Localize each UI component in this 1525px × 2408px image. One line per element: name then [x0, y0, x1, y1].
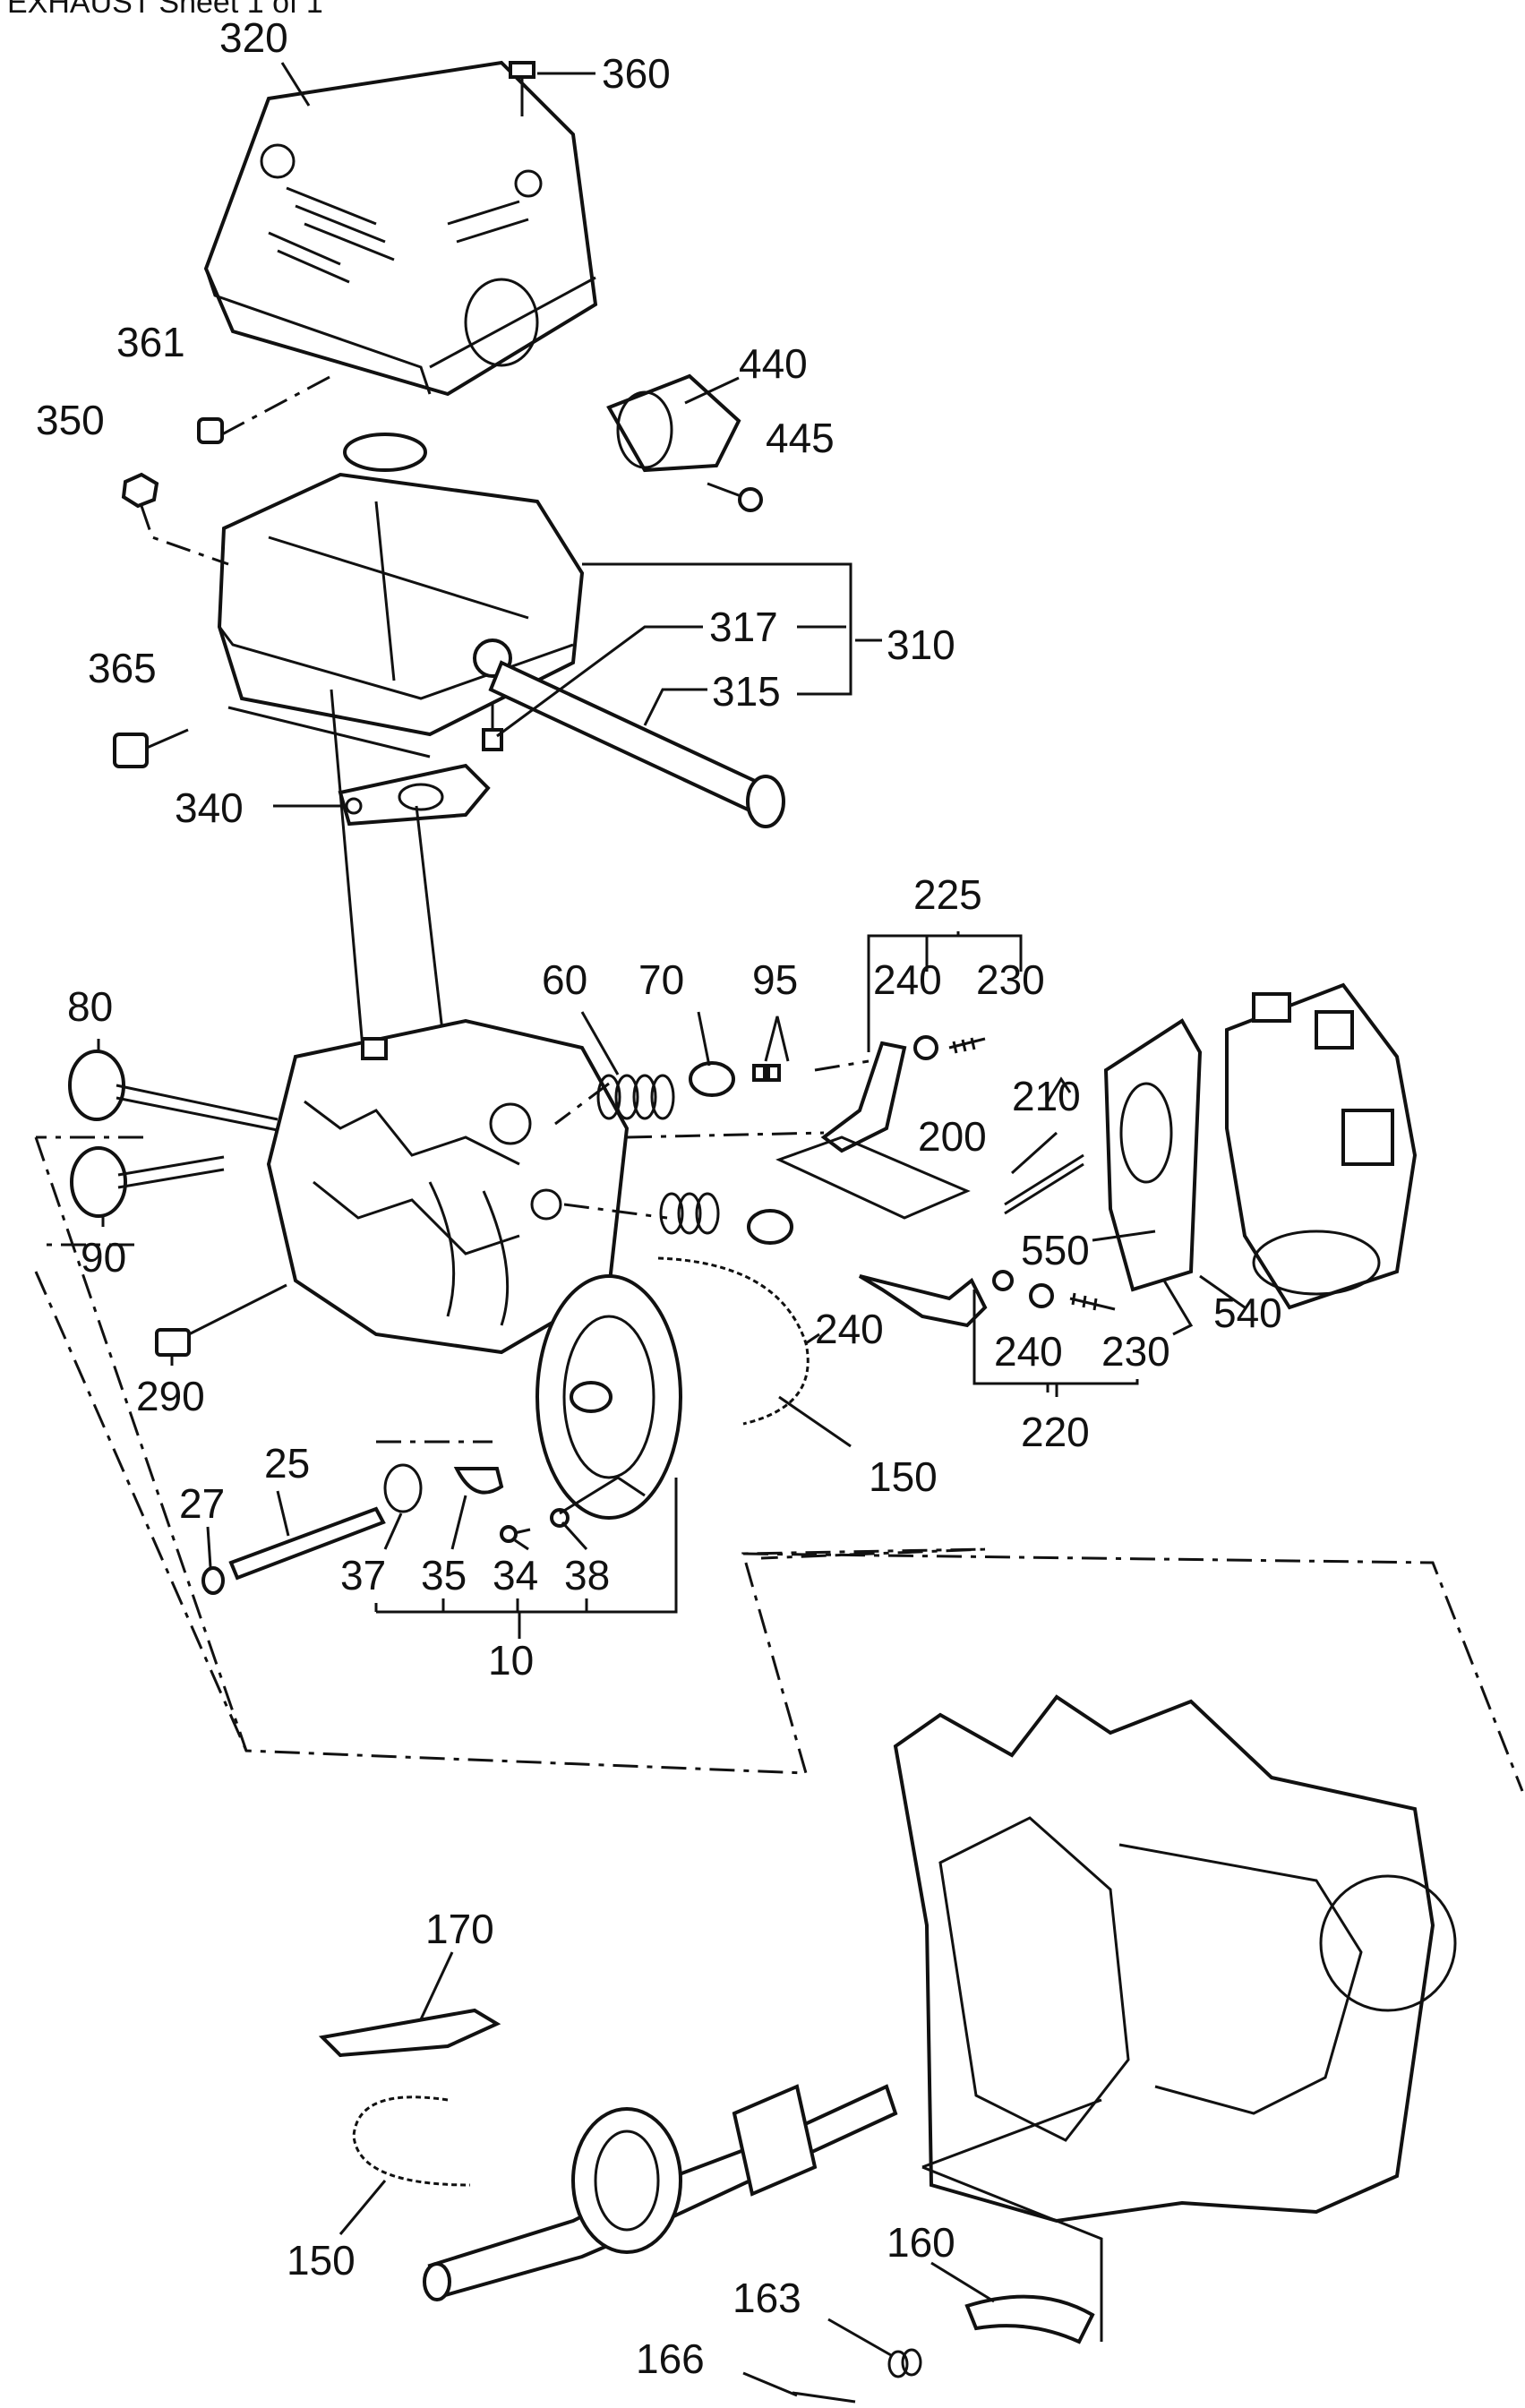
- muffler-cover: [203, 60, 598, 397]
- nut-240-lower: [1029, 1283, 1054, 1308]
- callout-225: 225: [913, 871, 982, 918]
- callout-240-lower: 240: [994, 1328, 1063, 1375]
- screw-230-lower: [1069, 1292, 1116, 1311]
- callout-170: 170: [425, 1906, 494, 1952]
- callout-230-upper: 230: [976, 956, 1045, 1003]
- rocker-arm-lower: [858, 1270, 1014, 1328]
- callout-310: 310: [887, 621, 955, 668]
- timing-chain-upper: [657, 1256, 810, 1426]
- callout-200: 200: [918, 1113, 987, 1160]
- carburetor: [1225, 982, 1418, 1310]
- assembly-boundary-head: [34, 1135, 986, 1775]
- exhaust-valve: [70, 1146, 225, 1218]
- callout-290: 290: [136, 1373, 205, 1419]
- spring-163: [887, 2348, 922, 2378]
- callout-350: 350: [36, 397, 105, 443]
- callout-80: 80: [67, 983, 113, 1030]
- bolt-290: [155, 1283, 287, 1357]
- callout-317: 317: [709, 604, 778, 650]
- spring-retainer: [689, 1061, 793, 1245]
- bolt-360: [509, 61, 535, 116]
- callout-340: 340: [175, 784, 244, 831]
- callout-315: 315: [712, 668, 781, 715]
- callout-320: 320: [219, 14, 288, 61]
- valve-keepers: [752, 1064, 781, 1082]
- callout-230-lower: 230: [1101, 1328, 1170, 1375]
- decompressor: [453, 1467, 504, 1495]
- callout-35: 35: [421, 1552, 467, 1598]
- intake-valve: [68, 1050, 278, 1132]
- callout-95: 95: [752, 956, 798, 1003]
- callout-90: 90: [81, 1234, 126, 1281]
- carburetor-insulator: [1103, 1018, 1203, 1336]
- crankcase: [893, 1694, 1457, 2224]
- callout-160: 160: [887, 2219, 955, 2266]
- callout-37: 37: [340, 1552, 386, 1598]
- cam-sprocket: [535, 1274, 682, 1520]
- assembly-boundary-crankcase: [742, 1552, 1524, 1792]
- callout-34: 34: [493, 1552, 538, 1598]
- bolt-365: [113, 728, 189, 768]
- screw-317: [482, 703, 503, 751]
- cylinder-head: [266, 1018, 630, 1355]
- governor-arm: [964, 2294, 1095, 2344]
- washer-27: [201, 1566, 225, 1595]
- callout-166: 166: [636, 2335, 705, 2382]
- screw-445: [707, 482, 763, 512]
- muffler-body: [217, 433, 585, 758]
- spark-arrester: [606, 373, 741, 473]
- chain-guide: [318, 2008, 501, 2058]
- camshaft: [228, 1506, 386, 1581]
- callout-210: 210: [1012, 1073, 1081, 1119]
- tail-pipe: [488, 660, 785, 828]
- callout-540: 540: [1213, 1290, 1282, 1336]
- exhaust-gasket: [338, 763, 491, 827]
- callout-445: 445: [766, 415, 835, 461]
- screw-361: [197, 417, 224, 444]
- callout-240-chain: 240: [815, 1306, 884, 1352]
- crankshaft: [423, 2084, 898, 2301]
- nut-350: [121, 472, 159, 509]
- screw-230-upper: [948, 1037, 986, 1054]
- nut-240-upper: [913, 1035, 938, 1060]
- callout-60: 60: [542, 956, 587, 1003]
- pin-166: [792, 2391, 856, 2404]
- callout-365: 365: [88, 645, 157, 691]
- callout-240-upper: 240: [873, 956, 942, 1003]
- rocker-arm-upper: [820, 1041, 907, 1153]
- callout-38: 38: [564, 1552, 610, 1598]
- callout-150-lower: 150: [287, 2237, 356, 2284]
- pin-34: [500, 1525, 531, 1543]
- ring-37: [383, 1463, 423, 1513]
- timing-chain-lower: [352, 2095, 471, 2187]
- callout-440: 440: [739, 340, 808, 387]
- callout-360: 360: [602, 50, 671, 97]
- callout-361: 361: [116, 319, 185, 365]
- header-fragment: EXHAUST Sheet 1 of 1: [7, 0, 323, 20]
- callout-27: 27: [179, 1480, 225, 1527]
- callout-150-upper: 150: [869, 1453, 938, 1500]
- valve-spring-lower: [659, 1192, 720, 1235]
- pushrod-200: [1004, 1153, 1084, 1206]
- callout-220: 220: [1021, 1409, 1090, 1455]
- callout-10: 10: [488, 1637, 534, 1684]
- valve-spring: [596, 1074, 675, 1120]
- callout-550: 550: [1021, 1227, 1090, 1273]
- callout-70: 70: [638, 956, 684, 1003]
- callout-25: 25: [264, 1440, 310, 1487]
- callout-163: 163: [733, 2275, 801, 2321]
